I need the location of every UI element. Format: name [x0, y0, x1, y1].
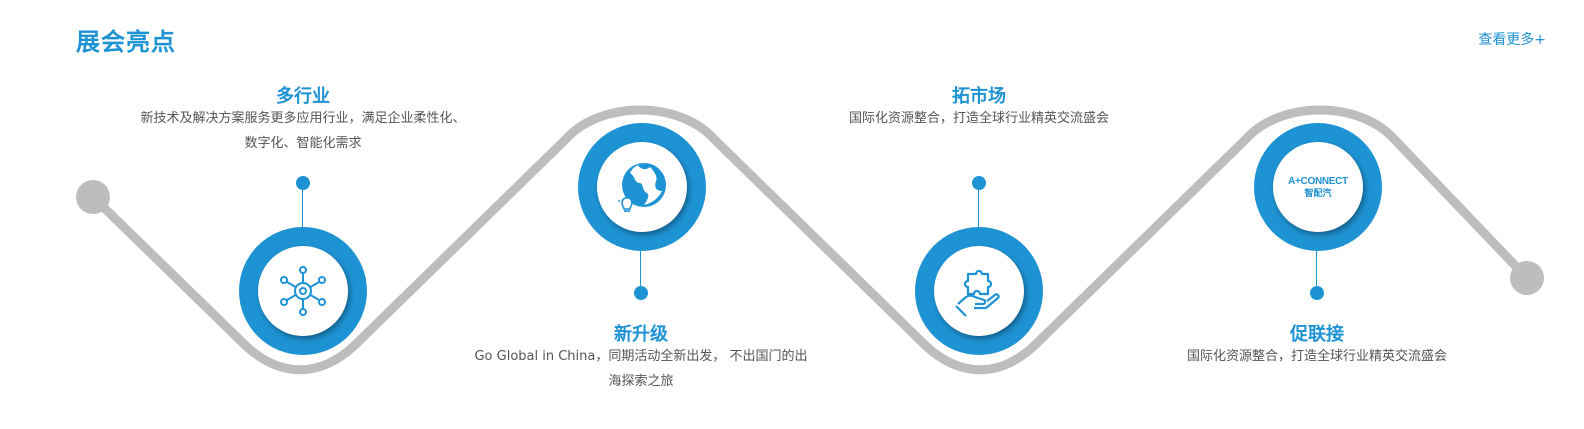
highlight-2-dot: [634, 286, 648, 300]
highlight-4-ring[interactable]: A+CONNECT 智配汽: [1254, 123, 1382, 251]
highlight-4-description: 国际化资源整合，打造全球行业精英交流盛会: [1186, 349, 1447, 364]
highlight-3-dot: [972, 176, 986, 190]
highlight-4-connector: [1316, 251, 1317, 287]
highlight-4-title: 促联接: [1290, 324, 1344, 345]
highlight-1-title: 多行业: [276, 86, 330, 107]
highlight-3-connector: [978, 190, 979, 227]
highlight-1-ring[interactable]: [239, 227, 367, 355]
highlight-2-icon-holder: [597, 142, 687, 232]
logo-sub-text: 智配汽: [1304, 187, 1332, 198]
view-more-link[interactable]: 查看更多+: [1478, 32, 1546, 48]
globe-lightbulb-icon: [618, 163, 666, 212]
highlight-1-connector: [302, 190, 303, 227]
page-title: 展会亮点: [76, 28, 176, 56]
logo-main-text: A+CONNECT: [1288, 175, 1348, 187]
a-connect-logo: A+CONNECT 智配汽: [1288, 175, 1348, 198]
puzzle-hand-icon: [955, 269, 1000, 317]
highlight-3-ring[interactable]: [915, 227, 1043, 355]
highlight-3-icon-holder: [934, 246, 1024, 336]
highlight-2-connector: [640, 251, 641, 287]
highlight-1-dot: [296, 176, 310, 190]
highlight-4-dot: [1310, 286, 1324, 300]
wave-path: [88, 105, 1532, 375]
highlight-2-ring[interactable]: [578, 123, 706, 251]
track-start-cap: [76, 180, 110, 214]
highlight-4-icon-holder: A+CONNECT 智配汽: [1273, 142, 1363, 232]
highlight-3-title: 拓市场: [952, 86, 1006, 107]
highlight-2-title: 新升级: [614, 324, 668, 345]
highlight-2-description: Go Global in China，同期活动全新出发， 不出国门的出海探索之旅: [474, 349, 808, 389]
network-gear-icon: [280, 266, 326, 316]
highlight-1-icon-holder: [258, 246, 348, 336]
highlight-1-description: 新技术及解决方案服务更多应用行业，满足企业柔性化、数字化、智能化需求: [140, 111, 466, 151]
highlight-3-description: 国际化资源整合，打造全球行业精英交流盛会: [848, 111, 1109, 126]
track-end-cap: [1510, 261, 1544, 295]
